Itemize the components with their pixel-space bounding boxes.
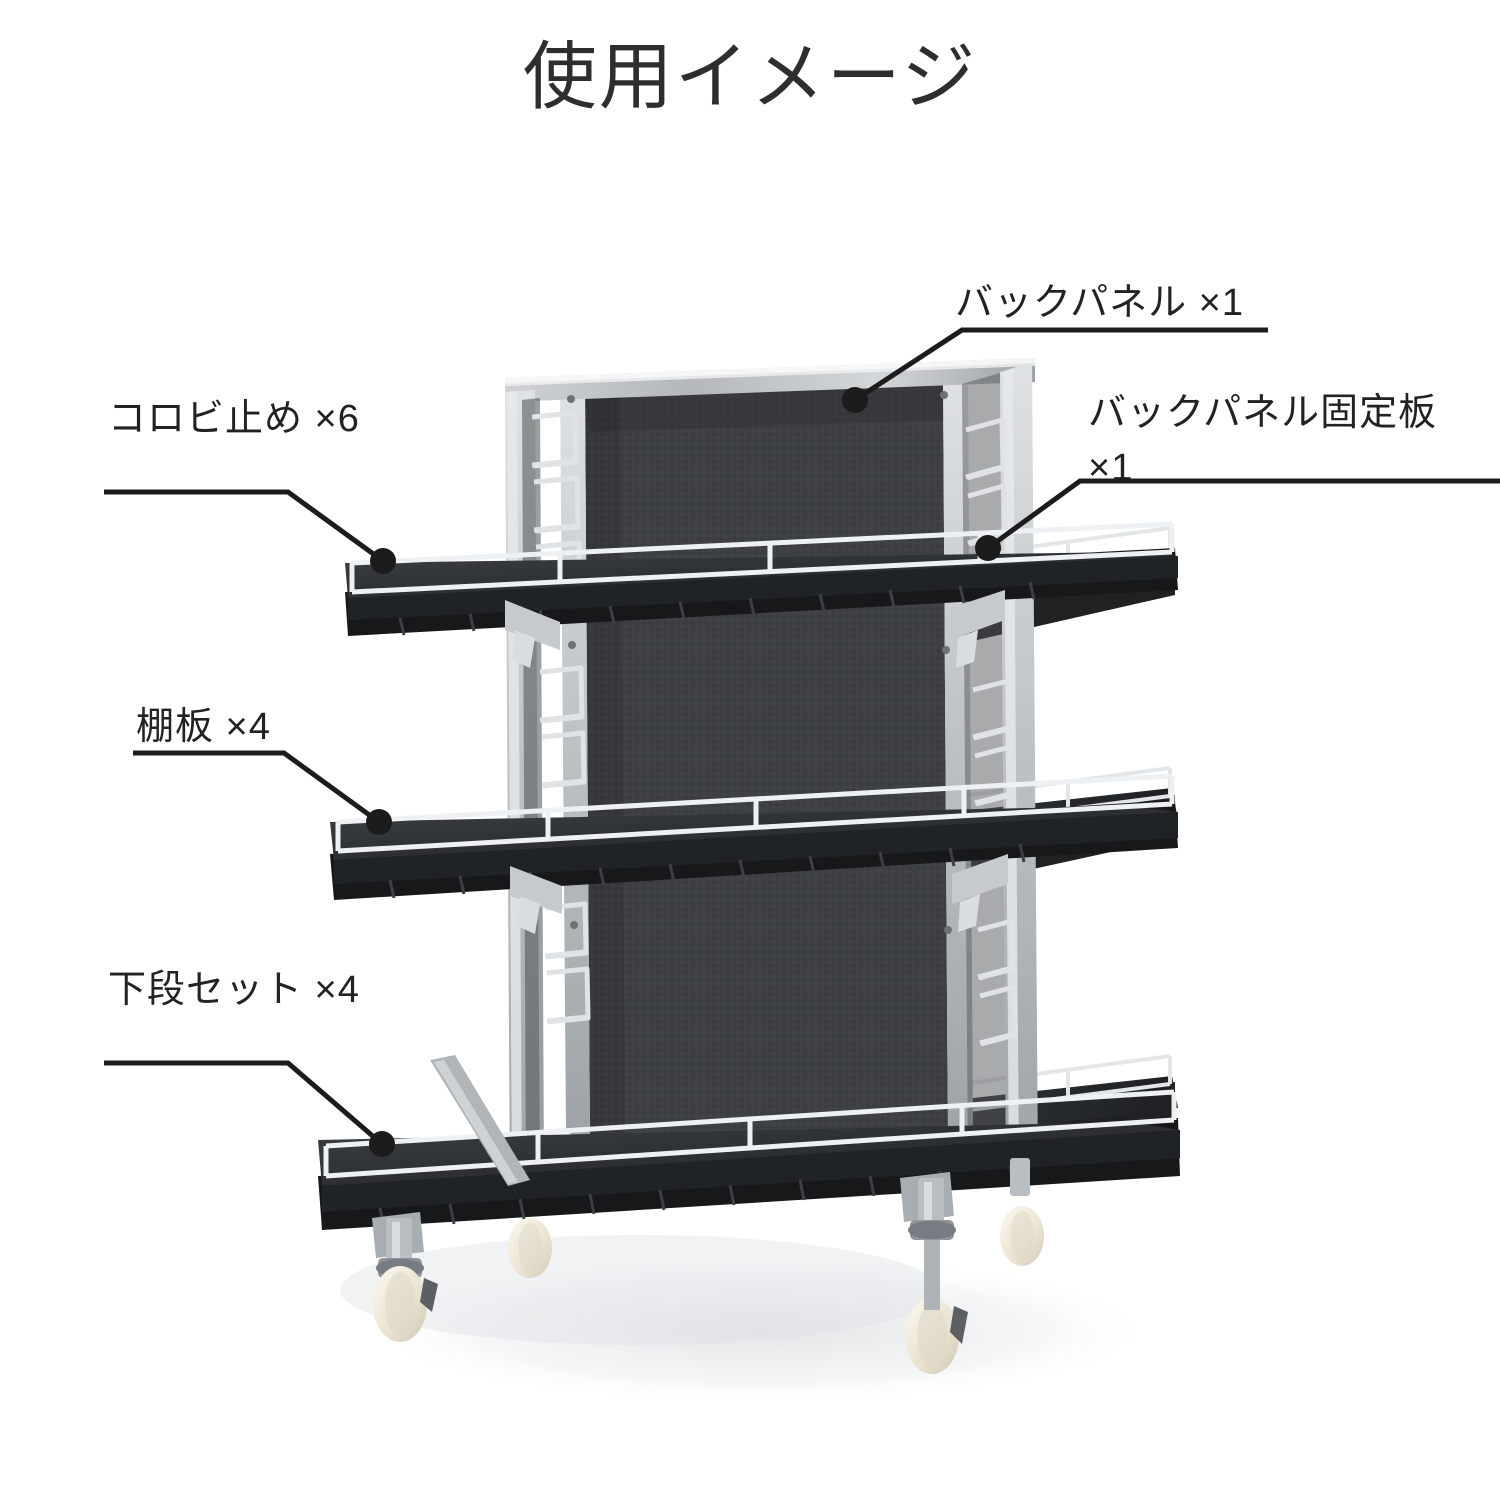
shelf-support-brackets-middle xyxy=(510,854,1008,934)
frame-post-front-left xyxy=(505,390,544,1190)
callout-label-shelf-board: 棚板 ×4 xyxy=(136,706,271,748)
shelf-edge-ribs xyxy=(388,843,1026,899)
shelf-top-front xyxy=(345,521,1178,636)
caster-rear-left xyxy=(508,1218,552,1278)
caster-front-right xyxy=(905,1178,968,1374)
callout-label-anti-roll-stopper: コロビ止め ×6 xyxy=(108,398,360,440)
shelf-middle-front xyxy=(330,773,1178,900)
anti-roll-wire-hooks-left xyxy=(531,410,591,1025)
floor-shadow xyxy=(360,1255,1160,1405)
callout-label-lower-set: 下段セット ×4 xyxy=(108,969,360,1011)
caster-rear-right xyxy=(1000,1158,1044,1266)
caster-front-left xyxy=(373,1218,438,1342)
back-panel xyxy=(585,380,948,1152)
callout-label-back-panel-bracket: バックパネル固定板 ×1 xyxy=(1088,392,1438,490)
shelf-edge-ribs xyxy=(398,581,1036,636)
wire-rail-bottom-front xyxy=(323,1089,1177,1179)
wire-rail-middle-front xyxy=(335,773,1175,854)
page-title: 使用イメージ xyxy=(522,35,978,118)
floor-shadow-soft xyxy=(340,1235,940,1345)
callout-label-back-panel: バックパネル ×1 xyxy=(955,282,1244,324)
shelf-support-brackets-top xyxy=(505,590,1005,668)
